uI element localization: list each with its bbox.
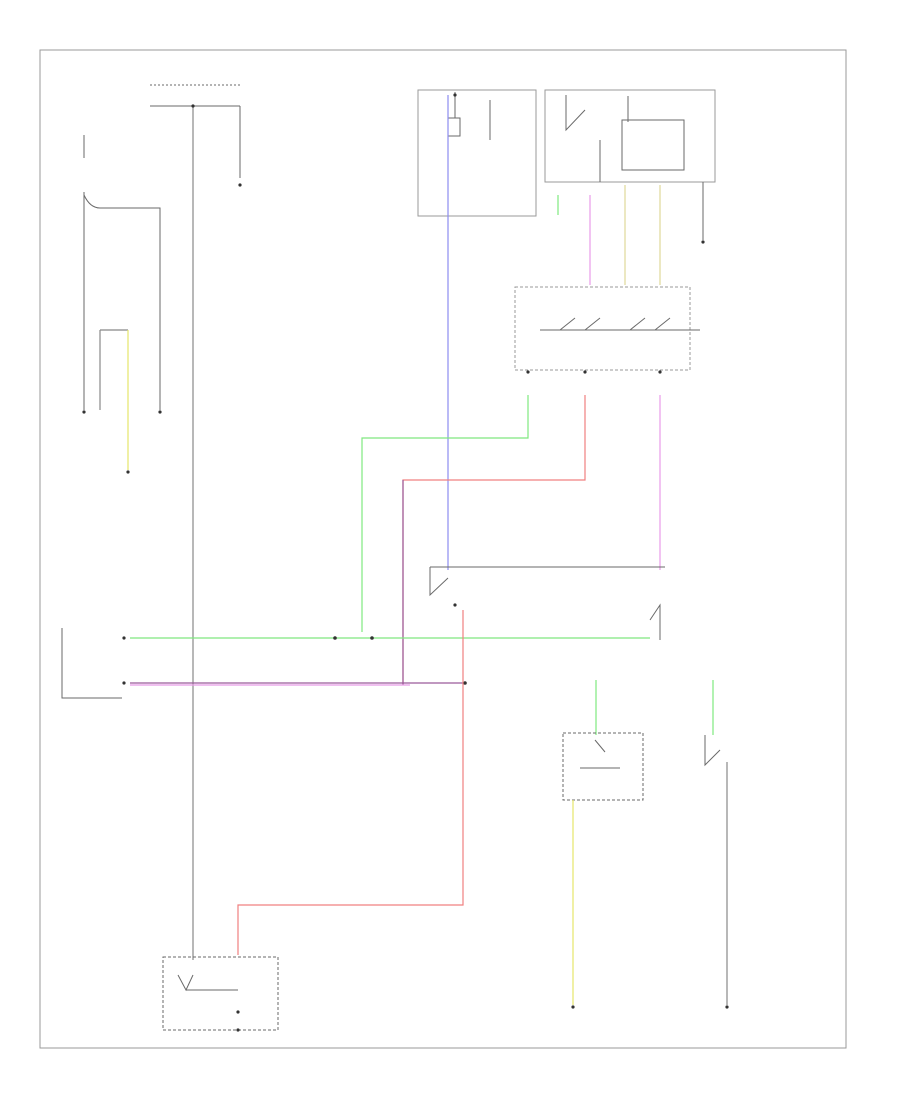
starter-relay [162,956,279,1032]
lower-right-switch [704,680,729,1009]
middle-relay [429,566,665,640]
control-module [514,286,700,374]
diagram-frame [39,49,847,1049]
relay-box-left [417,89,537,217]
left-module [61,628,126,699]
sensor-block [562,680,644,1009]
battery-section [82,84,242,960]
relay-box-right [544,89,716,244]
